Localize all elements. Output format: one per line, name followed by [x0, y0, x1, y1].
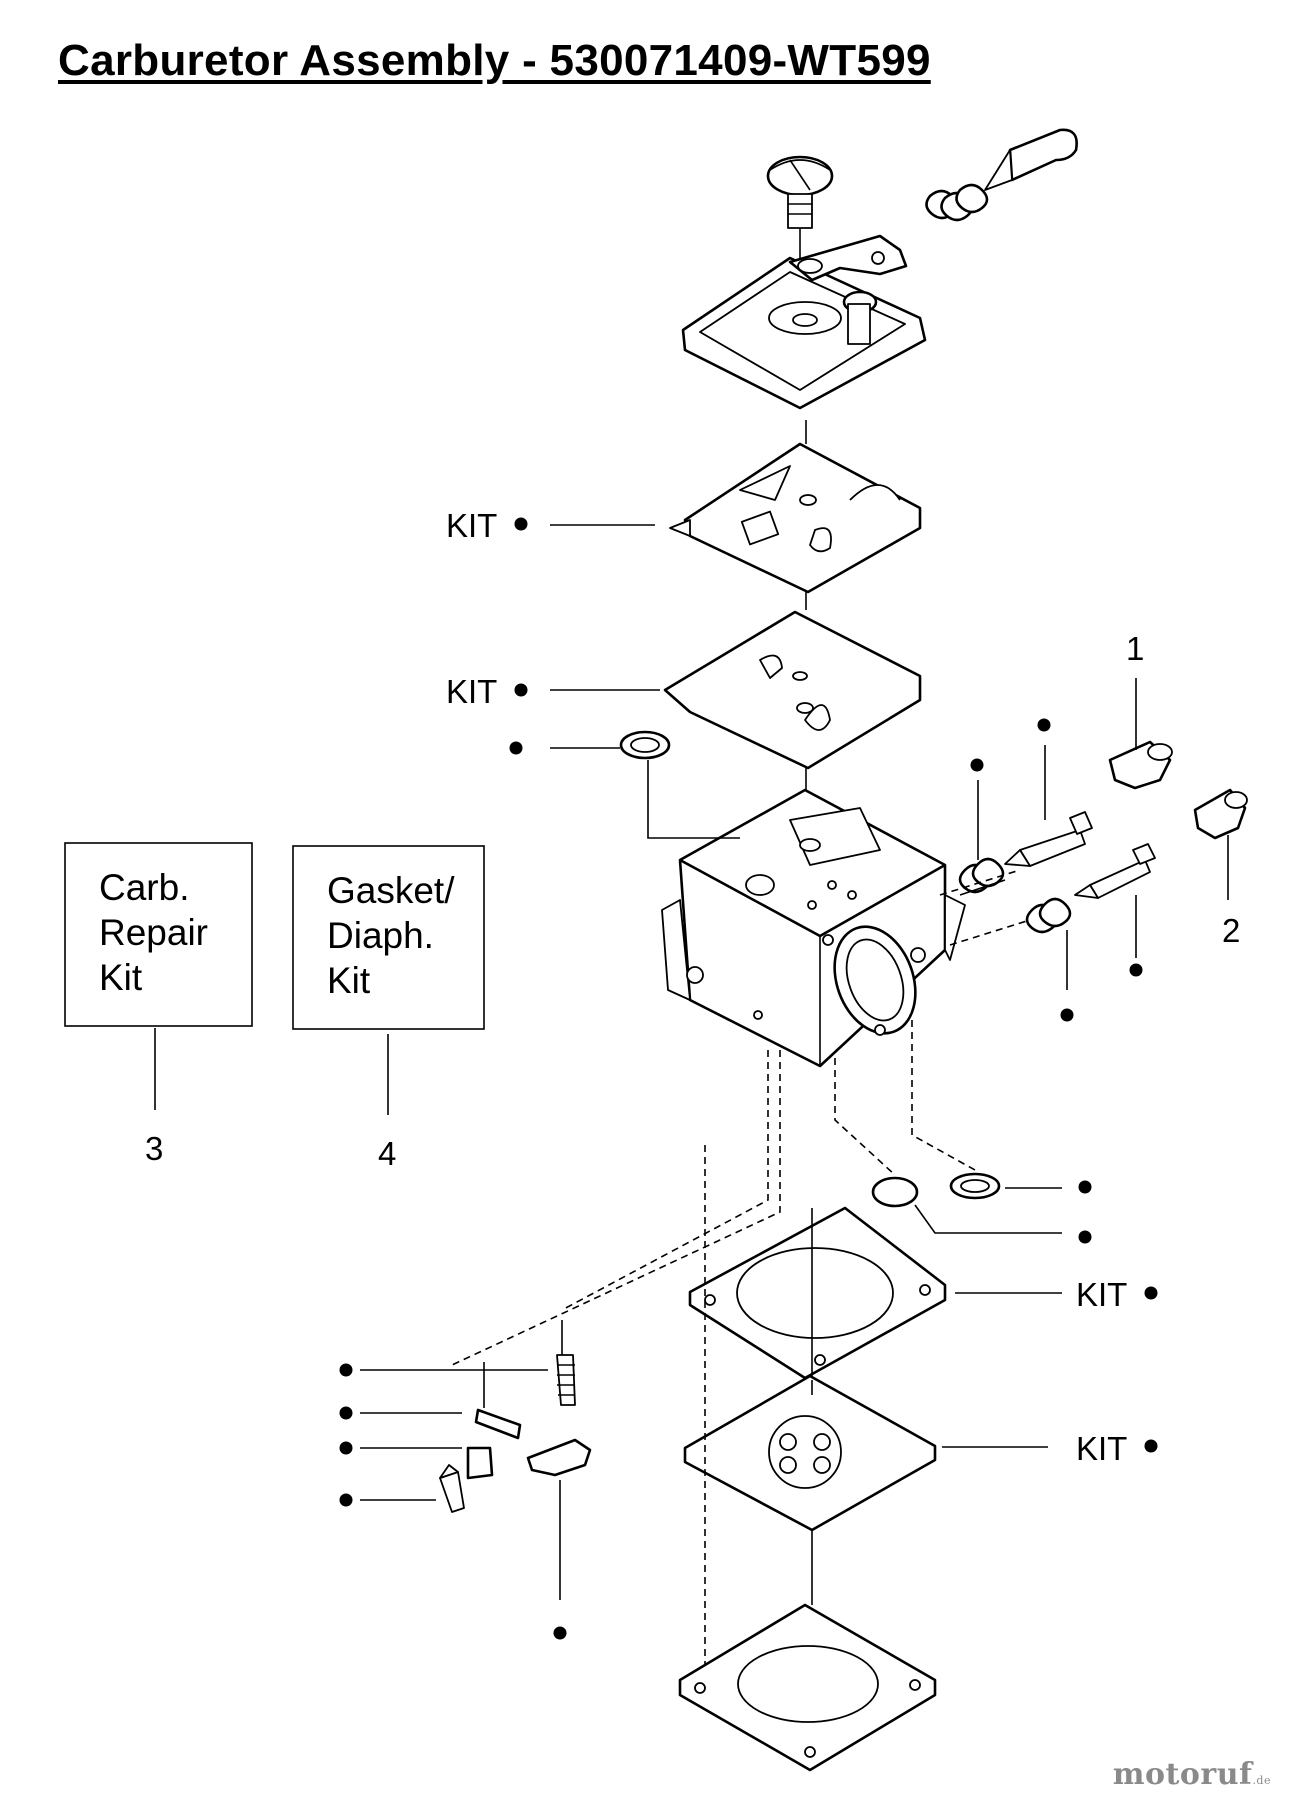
- watermark-logo: motoruf.de: [1113, 1757, 1271, 1792]
- kit-bullet-icon: [514, 683, 528, 697]
- screen-filter-icon: [619, 730, 671, 760]
- box-line: Gasket/: [327, 870, 455, 911]
- adjust-needle-icon: [925, 128, 1078, 222]
- kit-bullet-icon: [1129, 963, 1143, 977]
- box-line: Repair: [99, 912, 208, 953]
- box-line: Kit: [99, 957, 143, 998]
- kit-bullet-icon: [339, 1493, 353, 1507]
- top-screw-icon: [766, 155, 834, 262]
- diaphragm-gasket-1-icon: [669, 442, 922, 594]
- pump-gasket-icon: [688, 1206, 947, 1380]
- callout-4: 4: [378, 1135, 396, 1172]
- kit-bullets: [339, 517, 1158, 1640]
- inlet-needle-parts-icon: [439, 1354, 592, 1513]
- kit-bullet-icon: [1060, 1008, 1074, 1022]
- diaphragm-gasket-2-icon: [663, 610, 922, 770]
- carburetor-body-icon: [661, 788, 966, 1068]
- watermark-suffix: .de: [1252, 1774, 1271, 1787]
- pump-diaphragm-icon: [683, 1374, 937, 1532]
- kit-bullet-icon: [1078, 1230, 1092, 1244]
- callout-1: 1: [1126, 630, 1144, 667]
- kit-bullet-icon: [970, 758, 984, 772]
- watermark-brand: motoruf: [1112, 1757, 1253, 1792]
- carb-repair-kit-box: Carb. Repair Kit: [64, 842, 253, 1027]
- gasket-diaph-kit-box: Gasket/ Diaph. Kit: [292, 845, 485, 1030]
- lower-seals-icon: [871, 1172, 1001, 1208]
- kit-bullet-icon: [1078, 1180, 1092, 1194]
- kit-bullet-icon: [339, 1441, 353, 1455]
- kit-bullet-icon: [339, 1406, 353, 1420]
- pump-cover-icon: [678, 1603, 937, 1772]
- kit-label: KIT: [1076, 1276, 1127, 1313]
- kit-bullet-icon: [1037, 718, 1051, 732]
- callout-2: 2: [1222, 912, 1240, 949]
- leader-lines: [154, 420, 1229, 1605]
- box-line: Diaph.: [327, 915, 434, 956]
- box-line: Carb.: [99, 867, 189, 908]
- page-title: Carburetor Assembly - 530071409-WT599: [58, 36, 931, 85]
- kit-bullet-icon: [509, 741, 523, 755]
- kit-bullet-icon: [1144, 1286, 1158, 1300]
- kit-label: KIT: [1076, 1430, 1127, 1467]
- callout-3: 3: [145, 1130, 163, 1167]
- kit-bullet-icon: [514, 517, 528, 531]
- limiter-caps-icon: [1108, 740, 1248, 840]
- dashed-guide-lines: [451, 869, 1031, 1665]
- kit-label: KIT: [446, 507, 497, 544]
- kit-bullet-icon: [1144, 1439, 1158, 1453]
- kit-bullet-icon: [553, 1626, 567, 1640]
- metering-cover-icon: [681, 234, 927, 410]
- box-line: Kit: [327, 960, 371, 1001]
- mixture-needles-icon: [958, 811, 1156, 934]
- kit-bullet-icon: [339, 1363, 353, 1377]
- kit-label: KIT: [446, 673, 497, 710]
